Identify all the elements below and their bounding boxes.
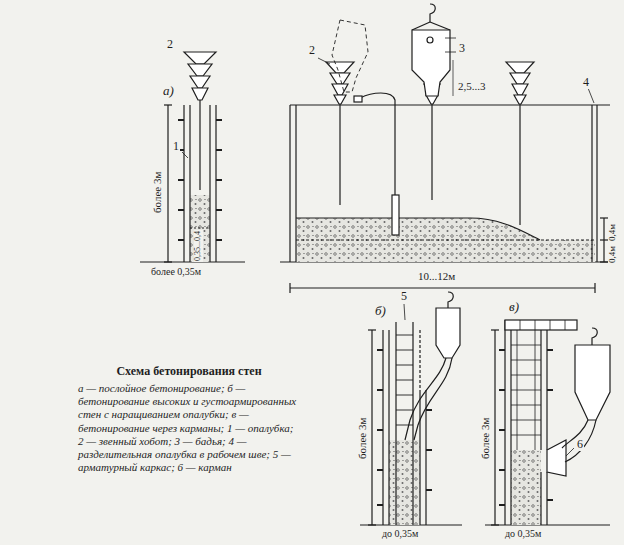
callout-number: 2	[308, 44, 316, 57]
dimension: до 0,35м	[381, 528, 419, 539]
figure-caption: а — послойное бетонирование; б — бетонир…	[78, 382, 300, 474]
dimension: более 3м	[479, 417, 491, 460]
callout-number: 1	[172, 140, 180, 153]
dimension: более 3м	[356, 417, 368, 460]
callout-number: 4	[582, 76, 590, 89]
dimension: более 3м	[151, 171, 163, 214]
callout-number: 3	[458, 42, 466, 55]
dimension: 0,4м	[608, 223, 618, 242]
dimension: 0,4м	[608, 245, 618, 264]
caption-block: Схема бетонирования стен а — послойное бе…	[78, 364, 300, 474]
figure-title: Схема бетонирования стен	[78, 364, 300, 379]
dimension: до 0,35м	[504, 528, 542, 539]
view-letter: в)	[508, 300, 520, 314]
callout-number: 2	[166, 38, 174, 51]
dimension: 0,35...0,4	[194, 230, 203, 262]
dimension: 2,5...3	[457, 80, 487, 92]
callout-number: 6	[576, 438, 584, 451]
dimension: 10...12м	[417, 270, 456, 282]
dimension: более 0,35м	[150, 266, 202, 277]
callout-number: 5	[400, 290, 408, 303]
view-letter: б)	[374, 304, 387, 318]
view-letter: а)	[162, 84, 175, 98]
